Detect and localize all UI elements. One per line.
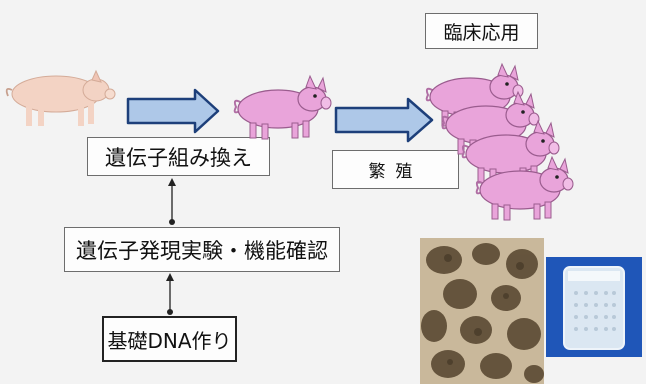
basic-dna-construction-label: 基礎DNA作り <box>102 316 237 362</box>
clinical-application-label: 臨床応用 <box>425 13 538 49</box>
arrow-right-icon <box>126 88 220 134</box>
gene-expression-experiment-label: 遺伝子発現実験・機能確認 <box>64 227 340 272</box>
pig-herd <box>425 63 574 221</box>
natural-pig-icon <box>5 69 116 126</box>
arrow-right-icon <box>334 97 434 143</box>
connector-dna-to-expression <box>166 273 174 315</box>
cell-micrograph-image <box>420 238 544 384</box>
modified-pig-icon <box>233 75 332 140</box>
genetic-modification-label: 遺伝子組み換え <box>87 137 270 176</box>
breeding-label: 繁殖 <box>332 150 459 189</box>
culture-device-image <box>546 257 642 357</box>
connector-expression-to-modification <box>168 178 176 225</box>
